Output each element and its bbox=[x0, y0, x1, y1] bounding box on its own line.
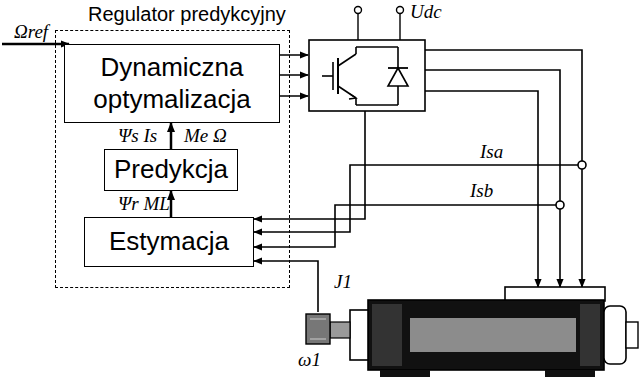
part-name: J1 bbox=[334, 272, 352, 291]
signal-name: Ωref bbox=[14, 22, 48, 41]
signal-arrow bbox=[170, 123, 173, 149]
current-feedback bbox=[254, 111, 586, 312]
process-box: Dynamiczna optymalizacja bbox=[64, 44, 280, 123]
signal-name: Ψr ML bbox=[118, 194, 170, 213]
controller-region: Regulator predykcyjnyDynamiczna optymali… bbox=[55, 30, 290, 288]
dc-terminals bbox=[355, 7, 404, 41]
inverter bbox=[309, 40, 425, 111]
signal-name: Me Ω bbox=[184, 126, 227, 145]
signal-name: Isb bbox=[470, 181, 493, 200]
process-box: Predykcja bbox=[104, 149, 238, 191]
box-label: Predykcja bbox=[114, 154, 228, 185]
box-label: Estymacja bbox=[109, 226, 229, 257]
phase-wires bbox=[425, 50, 582, 287]
reference-arrow bbox=[2, 43, 69, 46]
signal-name: Isa bbox=[480, 142, 503, 161]
signal-arrow bbox=[170, 191, 173, 217]
box-label: Dynamiczna optymalizacja bbox=[65, 52, 279, 114]
signal-name: Ψs Is bbox=[118, 126, 157, 145]
process-box: Estymacja bbox=[84, 217, 254, 267]
signal-name: Udc bbox=[410, 2, 442, 21]
signal-name: ω1 bbox=[298, 350, 321, 369]
motor bbox=[306, 287, 638, 377]
region-heading: Regulator predykcyjny bbox=[86, 3, 288, 26]
